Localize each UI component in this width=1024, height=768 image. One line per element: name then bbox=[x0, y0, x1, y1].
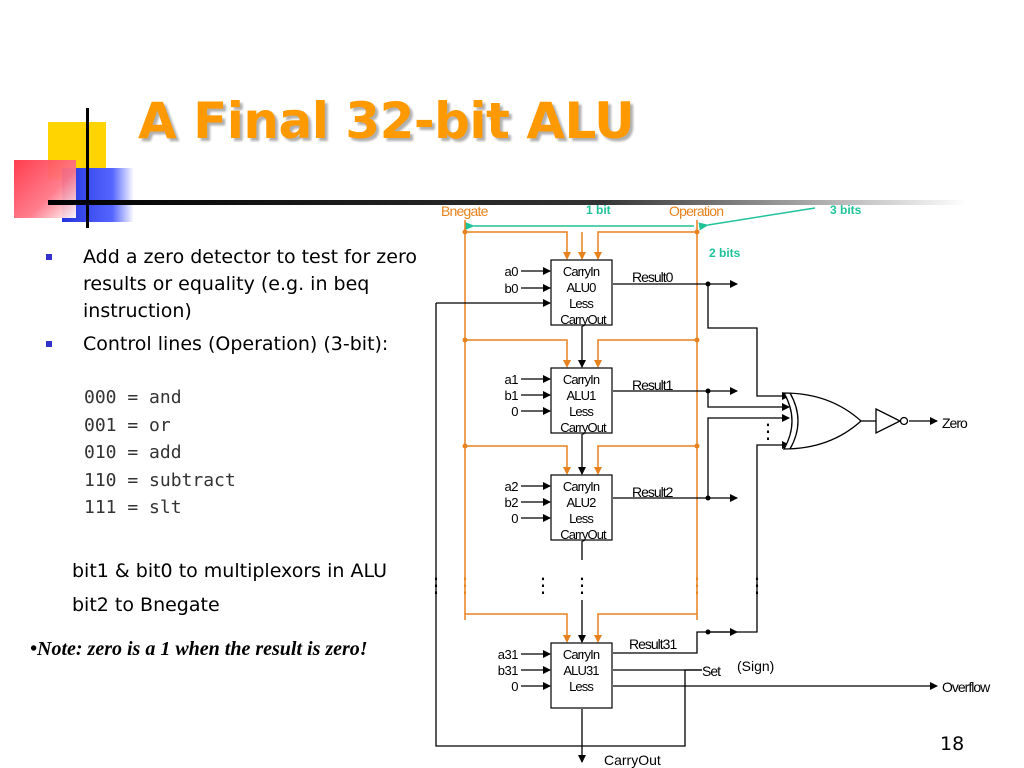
alu0-name: ALU0 bbox=[567, 280, 597, 295]
alu2-less-input: 0 bbox=[511, 511, 518, 526]
alu2-a-label: a2 bbox=[505, 479, 519, 494]
alu1-box bbox=[550, 367, 613, 434]
set-label: Set bbox=[702, 663, 721, 679]
alu31-box bbox=[550, 642, 613, 709]
alu0-b-label: b0 bbox=[505, 281, 519, 296]
three-bits-arrow bbox=[698, 207, 816, 231]
result31-label: Result31 bbox=[629, 636, 677, 652]
alu2-less: Less bbox=[569, 511, 594, 526]
alu0-less: Less bbox=[569, 296, 594, 311]
alu2-name: ALU2 bbox=[567, 495, 597, 510]
ellipsis-dots: ⋮ bbox=[747, 575, 767, 597]
ellipsis-dots: ⋮ bbox=[758, 421, 778, 443]
one-bit-label: 1 bit bbox=[586, 203, 611, 217]
alu1-less-input: 0 bbox=[511, 404, 518, 419]
code-line: 010 = add bbox=[84, 442, 182, 463]
ellipsis-dots: ⋮ bbox=[533, 575, 553, 597]
bullet-list: Add a zero detector to test for zero res… bbox=[46, 244, 426, 364]
alu31-less: Less bbox=[569, 679, 594, 694]
two-bits-label: 2 bits bbox=[709, 246, 741, 260]
code-line: 000 = and bbox=[84, 387, 182, 408]
bullet-item: Add a zero detector to test for zero res… bbox=[46, 244, 426, 325]
alu2-b-label: b2 bbox=[505, 495, 519, 510]
result1-label: Result1 bbox=[632, 377, 674, 393]
bullet-square-icon bbox=[46, 341, 52, 347]
decor-vertical-line bbox=[86, 108, 89, 228]
slide-title: A Final 32-bit ALU bbox=[138, 92, 635, 150]
alu2-box bbox=[550, 474, 613, 541]
final-carryout-label: CarryOut bbox=[604, 752, 661, 768]
decor-red-square bbox=[14, 160, 76, 218]
alu1-b-label: b1 bbox=[505, 388, 519, 403]
control-buses bbox=[464, 220, 698, 641]
sign-label: (Sign) bbox=[737, 658, 774, 674]
result0-label: Result0 bbox=[632, 269, 674, 285]
ellipsis-dots: ⋮ bbox=[687, 575, 707, 597]
alu1-less: Less bbox=[569, 404, 594, 419]
three-bits-label: 3 bits bbox=[830, 203, 862, 217]
alu2-carryout: CarryOut bbox=[560, 527, 607, 542]
zero-note: •Note: zero is a 1 when the result is ze… bbox=[30, 638, 368, 660]
alu0-carryout: CarryOut bbox=[560, 312, 607, 327]
bit-note-bnegate: bit2 to Bnegate bbox=[72, 594, 220, 616]
bit-note-mux: bit1 & bit0 to multiplexors in ALU bbox=[72, 560, 387, 582]
ellipsis-dots: ⋮ bbox=[455, 575, 475, 597]
alu31-carryin: CarryIn bbox=[563, 647, 600, 662]
operation-label: Operation bbox=[669, 203, 723, 219]
alu31-less-input: 0 bbox=[511, 679, 518, 694]
alu1-name: ALU1 bbox=[567, 388, 597, 403]
ellipsis-dots: ⋮ bbox=[426, 575, 446, 597]
alu0-a-label: a0 bbox=[505, 264, 519, 279]
control-arrowheads bbox=[563, 252, 602, 643]
code-line: 110 = subtract bbox=[84, 469, 236, 491]
code-line: 001 = or bbox=[84, 414, 171, 436]
alu1-a-label: a1 bbox=[505, 372, 519, 387]
ellipsis-dots: ⋮ bbox=[572, 575, 592, 597]
data-wires bbox=[435, 267, 938, 763]
code-line: 111 = slt bbox=[84, 497, 182, 518]
alu31-a-label: a31 bbox=[498, 647, 518, 662]
overflow-label: Overflow bbox=[942, 679, 991, 695]
operation-codes: 000 = and 001 = or 010 = add 110 = subtr… bbox=[84, 384, 236, 522]
alu1-carryout: CarryOut bbox=[560, 420, 607, 435]
decor-horizontal-line bbox=[48, 200, 968, 205]
wire-junctions bbox=[705, 281, 711, 635]
alu0-carryin: CarryIn bbox=[563, 264, 600, 279]
control-junctions bbox=[462, 229, 700, 449]
alu2-carryin: CarryIn bbox=[563, 479, 600, 494]
alu31-name: ALU31 bbox=[563, 663, 599, 678]
bullet-square-icon bbox=[46, 254, 52, 260]
slide-number: 18 bbox=[940, 733, 965, 755]
alu31-b-label: b31 bbox=[498, 663, 518, 678]
bnegate-label: Bnegate bbox=[441, 203, 489, 219]
result2-label: Result2 bbox=[632, 484, 674, 500]
zero-label: Zero bbox=[942, 415, 968, 431]
alu1-carryin: CarryIn bbox=[563, 372, 600, 387]
alu0-box bbox=[550, 259, 613, 326]
bullet-item: Control lines (Operation) (3-bit): bbox=[46, 331, 426, 358]
